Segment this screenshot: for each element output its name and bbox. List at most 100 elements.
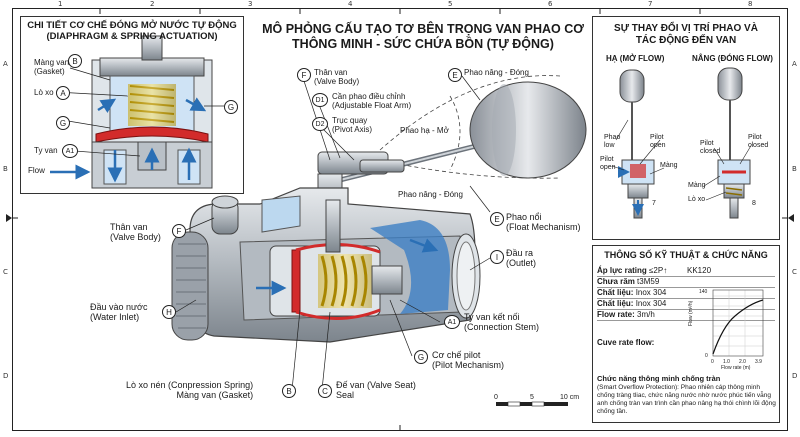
spec-row-4-val: Inox 304 <box>635 299 667 308</box>
ruler-side-d: D <box>3 372 9 380</box>
callout-d2: D2 <box>312 117 328 131</box>
spec-row-5: Flow rate: 3m/h <box>597 310 775 321</box>
position-pilot-closed-label: Pilot closed <box>700 140 721 155</box>
label-float-up2: Phao nâng - Đóng <box>398 190 463 199</box>
callout-f-left: F <box>172 224 186 238</box>
main-title-line1: MÔ PHỎNG CẤU TẠO TƠ BÊN TRỌNG VAN PHAO C… <box>262 22 584 36</box>
label-float-mech: Phao nổi (Float Mechanism) <box>506 212 581 232</box>
callout-f-top: F <box>297 68 311 82</box>
position-up-heading: NÂNG (ĐÓNG FLOW) <box>692 54 773 63</box>
position-membrane-right-label: Màng <box>688 182 706 189</box>
label-connection-stem: Ty van kết nối (Connection Stem) <box>464 312 540 332</box>
chart-xtick-2: 2.0 <box>739 359 746 365</box>
callout-c: C <box>318 384 332 398</box>
detail-gasket-label: Màng van (Gasket) <box>34 58 70 76</box>
label-pivot: Trục quay (Pivot Axis) <box>332 116 373 134</box>
position-float-low-label: Phao low <box>604 134 621 149</box>
main-title: MÔ PHỎNG CẤU TẠO TƠ BÊN TRỌNG VAN PHAO C… <box>258 22 588 52</box>
detail-callout-g2: G <box>224 100 238 114</box>
detail-stem-label: Ty van <box>34 146 58 155</box>
callout-b: B <box>282 384 296 398</box>
ruler-side-a: A <box>3 60 8 68</box>
diaphragm-detail-drawing <box>50 35 224 189</box>
position-title: SỰ THAY ĐỔI VỊ TRÍ PHAO VÀ <box>614 23 758 34</box>
ruler-side-a-r: A <box>792 60 797 68</box>
spec-smart-text: (Smart Overflow Protection): Phao nhiên … <box>597 384 776 415</box>
ruler-top-5: 5 <box>448 0 453 8</box>
ruler-side-d-r: D <box>792 372 798 380</box>
spec-row-4-key: Chất liệu: <box>597 299 634 308</box>
ruler-side-c-r: C <box>792 268 797 276</box>
spec-smart-title: Chức năng thông minh chống tràn <box>597 374 721 383</box>
spec-row-5-val: 3m/h <box>637 310 655 319</box>
ruler-top-6: 6 <box>548 0 553 8</box>
spec-panel: THÔNG SỐ KỸ THUẬT & CHỨC NĂNG Áp lực rat… <box>592 245 780 423</box>
position-pilot-open2-label: Pilot open <box>600 156 616 171</box>
label-float-arm: Cần phao điều chỉnh (Adjustable Float Ar… <box>332 92 412 110</box>
scale-unit: 10 cm <box>560 394 580 401</box>
label-float-down: Phao hạ - Mở <box>400 126 449 135</box>
position-membrane-left-label: Màng <box>660 162 678 169</box>
ruler-top-3: 3 <box>248 0 253 8</box>
spec-row-1-val2: KK120 <box>687 266 712 275</box>
spec-row-2: Chưa răm t3M59 <box>597 277 775 288</box>
position-pilot-closed2-label: Pilot closed <box>748 134 769 149</box>
ruler-side-b: B <box>3 165 8 173</box>
position-down-heading: HẠ (MỞ FLOW) <box>606 54 665 63</box>
chart-ytick-140: 140 <box>699 289 708 295</box>
spec-row-1-val: ≤2P↑ <box>649 266 668 275</box>
callout-e-top: E <box>448 68 462 82</box>
label-float-up: Phao nâng - Đóng <box>464 68 529 77</box>
callout-i: I <box>490 250 504 264</box>
label-valve-body-top: Thân van (Valve Body) <box>314 68 360 86</box>
diaphragm-detail-panel: CHI TIẾT CƠ CHẾ ĐÓNG MỞ NƯỚC TỰ ĐỘNG (DI… <box>20 16 244 194</box>
position-num-8: 8 <box>752 200 756 207</box>
ruler-side-c: C <box>3 268 8 276</box>
ruler-top-7: 7 <box>648 0 653 8</box>
label-water-inlet: Đầu vào nước (Water Inlet) <box>90 302 148 322</box>
ruler-side-b-r: B <box>792 165 797 173</box>
spec-row-5-key: Flow rate: <box>597 310 635 319</box>
label-valve-body-left: Thân van (Valve Body) <box>110 222 161 242</box>
callout-h: H <box>162 305 176 319</box>
callout-g: G <box>414 350 428 364</box>
spec-title: THÔNG SỐ KỸ THUẬT & CHỨC NĂNG <box>604 250 768 260</box>
detail-subtitle: (DIAPHRAGM & SPRING ACTUATION) <box>46 31 218 42</box>
label-outlet: Đầu ra (Outlet) <box>506 248 537 268</box>
detail-callout-g: G <box>56 116 70 130</box>
label-comp-spring: Lò xo nén (Conpression Spring) Màng van … <box>126 380 254 400</box>
spec-row-2-key: Chưa răm <box>597 277 635 286</box>
detail-flow-label: Flow <box>28 166 45 175</box>
position-num-7: 7 <box>652 200 656 207</box>
spec-curve-label: Cuve rate flow: <box>597 338 655 347</box>
flow-curve-line <box>712 299 764 355</box>
main-valve-drawing <box>171 75 587 407</box>
callout-d1: D1 <box>312 93 328 107</box>
chart-xtick-1: 1.0 <box>723 359 730 365</box>
detail-callout-b: B <box>68 54 82 68</box>
label-valve-seat: Đế van (Valve Seat) Seal <box>336 380 416 400</box>
flow-curve-chart <box>712 289 764 357</box>
callout-a1: A1 <box>444 315 460 329</box>
scale-zero: 0 <box>494 394 498 401</box>
chart-xlabel: Flow rate (m) <box>721 365 751 371</box>
chart-xtick-3: 3.9 <box>755 359 762 365</box>
ruler-top-4: 4 <box>348 0 353 8</box>
chart-ytick-0: 0 <box>705 353 708 359</box>
position-subtitle: TÁC ĐỘNG ĐẾN VAN <box>635 35 737 46</box>
ruler-top-8: 8 <box>748 0 753 8</box>
spec-row-3-key: Chất liệu: <box>597 288 634 297</box>
chart-ylabel: Flow (m³/h) <box>688 300 694 326</box>
spec-row-1: Áp lực rating ≤2P↑KK120 <box>597 266 775 277</box>
main-title-line2: THÔNG MINH - SỨC CHỨA BỒN (TỰ ĐỘNG) <box>292 37 554 51</box>
float-position-panel: SỰ THAY ĐỔI VỊ TRÍ PHAO VÀ TÁC ĐỘNG ĐẾN … <box>592 16 780 240</box>
detail-callout-a: A <box>56 86 70 100</box>
spec-row-3-val: Inox 304 <box>635 288 667 297</box>
position-pilot-open-label: Pilot open <box>650 134 666 149</box>
position-spring-label: Lò xo <box>688 196 706 203</box>
ruler-top-2: 2 <box>150 0 155 8</box>
ruler-top-1: 1 <box>58 0 63 8</box>
detail-spring-label: Lò xo <box>34 88 54 97</box>
scale-mid: 5 <box>530 394 534 401</box>
